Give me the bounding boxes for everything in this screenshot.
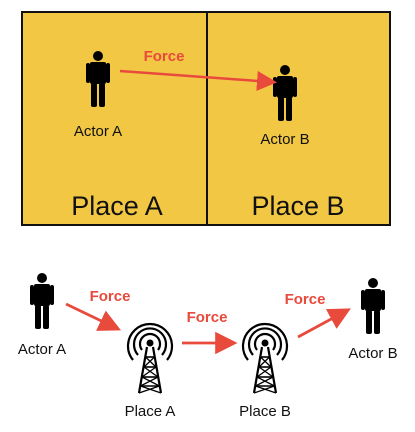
top-place-b-label: Place B bbox=[251, 191, 344, 221]
bottom-actor-b-person-icon bbox=[361, 278, 385, 334]
top-force-label: Force bbox=[144, 48, 185, 65]
bottom-place-a-label: Place A bbox=[125, 403, 176, 420]
bottom-actor-b-label: Actor B bbox=[348, 345, 397, 362]
bottom-place-b-label: Place B bbox=[239, 403, 291, 420]
place-b-radio-tower-icon bbox=[241, 322, 289, 395]
top-diagram: Actor A Actor B Force Place A Place B bbox=[21, 11, 391, 226]
place-b-region bbox=[206, 11, 391, 226]
force-label-3: Force bbox=[285, 291, 326, 308]
bottom-actor-a-label: Actor A bbox=[18, 341, 66, 358]
force-label-1: Force bbox=[90, 288, 131, 305]
force-label-2: Force bbox=[187, 309, 228, 326]
top-force-arrow bbox=[119, 69, 277, 91]
top-place-a-label: Place A bbox=[71, 191, 163, 221]
force-arrow-place-b-to-actor bbox=[297, 308, 351, 339]
bottom-diagram: Actor A Place A Place B Actor B Force Fo… bbox=[18, 273, 398, 420]
place-a-region bbox=[21, 11, 208, 226]
bottom-actor-a-person-icon bbox=[30, 273, 54, 329]
top-actor-b-label: Actor B bbox=[260, 131, 309, 148]
top-actor-a-label: Actor A bbox=[74, 123, 122, 140]
place-a-radio-tower-icon bbox=[126, 322, 174, 395]
force-arrow-actor-to-place-a bbox=[65, 302, 122, 331]
